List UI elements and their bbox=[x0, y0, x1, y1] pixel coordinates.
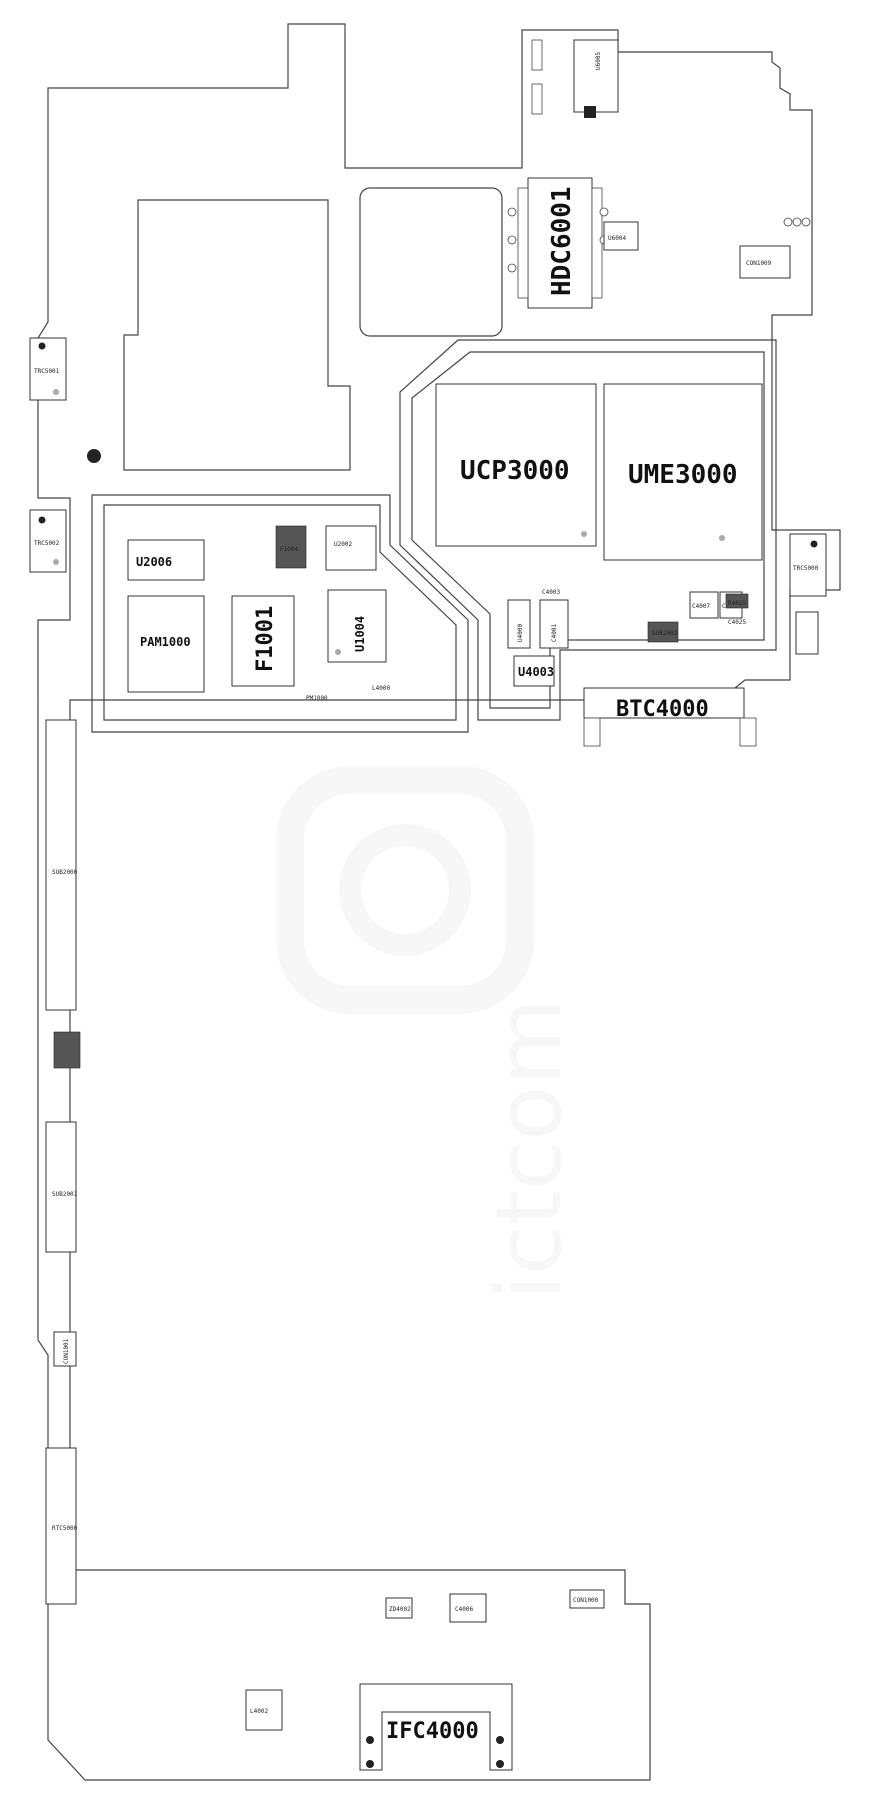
c4001-label: C4003 bbox=[542, 589, 560, 596]
btc4000-component: BTC4000 bbox=[583, 687, 757, 747]
u6004-label: U6004 bbox=[608, 235, 626, 242]
f1002-component: F1004 bbox=[275, 525, 307, 569]
pm1000-label: L4000 bbox=[372, 685, 390, 692]
ifc4000-label: IFC4000 bbox=[386, 1719, 479, 1744]
ume3000-label: UME3000 bbox=[628, 460, 738, 490]
pam1000-label: PAM1000 bbox=[140, 635, 191, 649]
rtc5000-component: L4002 bbox=[245, 1689, 283, 1731]
r4025-label: SUB2002 bbox=[652, 630, 678, 637]
dark-connector bbox=[53, 1031, 81, 1069]
left-shield-inner bbox=[103, 504, 457, 721]
trc5001-component: TRC5001 bbox=[29, 337, 67, 401]
hdc6001-label: HDC6001 bbox=[547, 186, 577, 296]
f1002-label: F1004 bbox=[280, 546, 298, 553]
u2006-label: U2006 bbox=[136, 555, 172, 569]
left-shield-frame bbox=[91, 494, 469, 733]
trc5002-label: TRC5002 bbox=[34, 540, 60, 547]
u4000-label: C4001 bbox=[551, 624, 558, 642]
con1000-component: CON1000 bbox=[569, 1589, 605, 1609]
sub2002-component: SUB2000 bbox=[45, 719, 78, 1011]
ifc4000-component: IFC4000 bbox=[359, 1683, 513, 1771]
trc5000-label: TRC5000 bbox=[793, 565, 819, 572]
middle-cutout bbox=[359, 187, 503, 337]
l4002-component: ZD4002 bbox=[385, 1597, 413, 1619]
right-shield-inner bbox=[411, 351, 765, 709]
c4002-label: C4025 bbox=[728, 619, 746, 626]
con1000-label: CON1000 bbox=[573, 1597, 599, 1604]
u2006-component: U2006 bbox=[127, 539, 205, 581]
u6004-component: U6004 bbox=[603, 221, 639, 251]
trc5002-component: TRC5002 bbox=[29, 509, 67, 573]
l4002-label: ZD4002 bbox=[389, 1606, 411, 1613]
right-cap-cluster: C4007 C4002 R4025 C4025 SUB2002 bbox=[647, 591, 749, 643]
con1001-component: CON1001 bbox=[53, 1331, 77, 1367]
u4003-component: U4003 bbox=[513, 655, 555, 687]
trc5001-label: TRC5001 bbox=[34, 368, 60, 375]
hdc6001-component: HDC6001 bbox=[507, 177, 609, 309]
sub2001-label: RTC5000 bbox=[52, 1525, 78, 1532]
f1004-label: PM1000 bbox=[306, 695, 328, 702]
ucp3000-component: UCP3000 bbox=[435, 383, 597, 547]
con1009-label: CON1009 bbox=[746, 260, 772, 267]
con1001-label: CON1001 bbox=[63, 1338, 70, 1364]
u6005-component: U6005 bbox=[531, 39, 619, 118]
u6005-label: U6005 bbox=[595, 52, 602, 70]
u4003-label: U4003 bbox=[518, 665, 554, 679]
ucp3000-label: UCP3000 bbox=[460, 456, 570, 486]
right-shield-frame bbox=[399, 339, 777, 721]
trc5000-component: TRC5000 bbox=[789, 533, 827, 597]
u1004-component: U1004 bbox=[327, 589, 387, 663]
svg-text:ictcom: ictcom bbox=[477, 998, 582, 1300]
u2002-label: U2002 bbox=[334, 541, 352, 548]
u1004-label: U1004 bbox=[353, 616, 367, 652]
sub2000-component: SUB2001 bbox=[45, 1121, 78, 1253]
btc4000-label: BTC4000 bbox=[616, 697, 709, 722]
ume3000-component: UME3000 bbox=[603, 383, 763, 561]
left-cutout bbox=[123, 199, 351, 471]
board-outline bbox=[37, 23, 841, 1781]
f1001-component: F1001 bbox=[231, 595, 295, 687]
zd4002-label: C4006 bbox=[455, 1606, 473, 1613]
watermark: ictcom bbox=[276, 766, 582, 1300]
l4000-label: U4000 bbox=[517, 624, 524, 642]
con1001-right-box bbox=[795, 611, 819, 655]
zd4002-component: C4006 bbox=[449, 1593, 487, 1623]
f1001-label: F1001 bbox=[253, 606, 278, 672]
u2002-component: U2002 bbox=[325, 525, 377, 571]
sub2001-component: RTC5000 bbox=[45, 1447, 78, 1605]
rtc5000-label: L4002 bbox=[250, 1708, 268, 1715]
con1009-component: CON1009 bbox=[739, 217, 811, 279]
sub2000-label: SUB2001 bbox=[52, 1191, 78, 1198]
u4000-component: C4001 bbox=[539, 599, 569, 649]
c4025-label: R4025 bbox=[728, 600, 746, 607]
sub2002-label: SUB2000 bbox=[52, 869, 78, 876]
pam1000-component: PAM1000 bbox=[127, 595, 205, 693]
c4003-label: C4007 bbox=[692, 603, 710, 610]
mounting-hole bbox=[87, 449, 101, 463]
l4000-component: U4000 bbox=[507, 599, 531, 649]
